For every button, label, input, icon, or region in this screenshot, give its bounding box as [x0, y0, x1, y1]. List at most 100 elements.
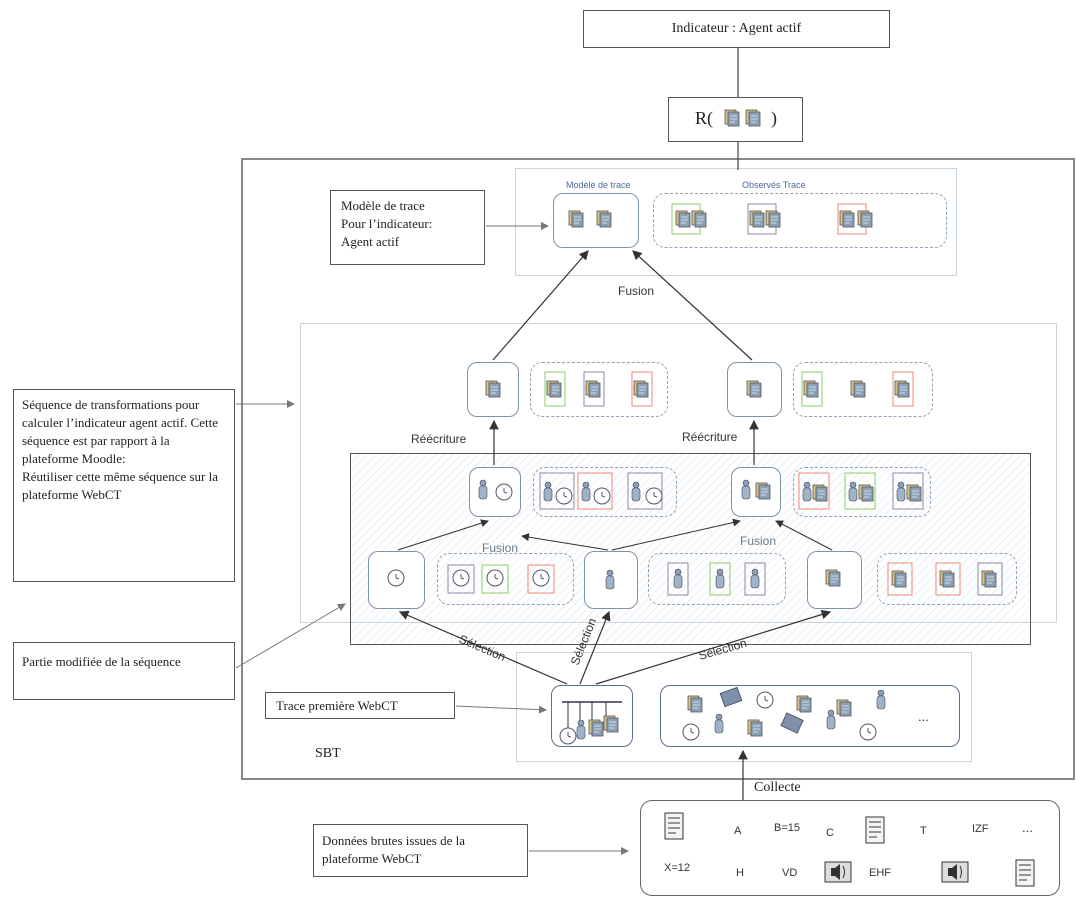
orange-frame-icon: [527, 564, 555, 594]
selection-doc-group: [877, 553, 1017, 605]
selection-right-label: Sélection: [697, 636, 748, 663]
person-icon: [802, 481, 812, 502]
selection-person-group: [648, 553, 786, 605]
person-icon: [715, 568, 725, 589]
raw-item-c: C: [826, 827, 834, 839]
trace-region: [516, 652, 972, 762]
arrow-fmid-4: [775, 520, 833, 551]
doc-icon: [796, 695, 812, 713]
doc-icon: [850, 380, 866, 398]
arrow-fmid-3: [611, 518, 741, 551]
model-line-3: Agent actif: [341, 234, 400, 249]
person-icon: [741, 479, 751, 500]
modified-part-box: Partie modifiée de la séquence: [13, 642, 235, 700]
raw-item-h: H: [736, 867, 744, 879]
clock-icon: [756, 691, 774, 709]
sequence-description-box: Séquence de transformations pour calcule…: [13, 389, 235, 582]
model-region: [515, 168, 957, 276]
speaker-icon: [941, 861, 969, 883]
green-frame-icon: [801, 371, 823, 407]
arrow-fmid-2: [521, 533, 609, 551]
trace-premiere-box: Trace première WebCT: [265, 692, 455, 719]
raw-item-ehf: EHF: [869, 867, 891, 879]
person-icon: [876, 689, 886, 710]
doc-icon: [749, 210, 765, 228]
doc-icon: [745, 109, 761, 127]
doc-icon: [596, 210, 612, 228]
trace-ellipsis: ...: [918, 709, 929, 724]
clock-icon: [593, 487, 611, 505]
document-icon: [664, 812, 684, 840]
card-icon: [719, 686, 743, 708]
blue-frame-icon: [627, 472, 663, 510]
selection-mid-label: Sélection: [568, 616, 599, 667]
raw-item-ellipsis: ...: [1022, 820, 1033, 835]
fusion-right-group: [793, 467, 931, 517]
doc-icon: [755, 482, 771, 500]
person-icon: [478, 479, 488, 500]
person-icon: [543, 481, 553, 502]
doc-icon: [981, 570, 997, 588]
observed-trace-group: [653, 193, 947, 248]
doc-icon: [894, 380, 910, 398]
person-icon: [631, 481, 641, 502]
person-icon: [673, 568, 683, 589]
model-trace-node: [553, 193, 639, 248]
trace-premiere-label: Trace première WebCT: [276, 698, 398, 713]
green-frame-icon: [709, 562, 731, 596]
doc-icon: [812, 484, 828, 502]
model-line-2: Pour l’indicateur:: [341, 216, 433, 231]
orange-frame-icon: [887, 562, 913, 596]
clock-icon: [387, 569, 405, 587]
doc-icon: [675, 210, 691, 228]
speaker-icon: [824, 861, 852, 883]
fusion-top-label: Fusion: [618, 284, 655, 298]
doc-icon: [746, 380, 762, 398]
blue-frame-icon: [744, 562, 766, 596]
orange-frame-icon: [631, 371, 653, 407]
raw-item-t: T: [920, 825, 927, 837]
doc-icon: [568, 210, 584, 228]
arrow-fusion-right: [632, 250, 753, 361]
doc-icon: [939, 570, 955, 588]
doc-icon: [836, 699, 852, 717]
arrow-fmid-1: [397, 519, 489, 551]
raw-item-b15: B=15: [774, 822, 800, 834]
arrow-trace-premiere: [455, 705, 547, 714]
rewrite-right-group: [793, 362, 933, 417]
doc-icon: [633, 380, 649, 398]
model-trace-box: Modèle de trace Pour l’indicateur: Agent…: [330, 190, 485, 265]
blue-frame-icon: [892, 472, 924, 510]
person-icon: [581, 481, 591, 502]
blue-frame-icon: [447, 564, 475, 594]
sbt-label: SBT: [315, 746, 341, 761]
observed-trace-caption: Observés Trace: [742, 180, 806, 190]
doc-icon: [906, 484, 922, 502]
raw-item-x12: X=12: [664, 862, 690, 874]
selection-left-label: Sélection: [457, 632, 508, 664]
person-icon: [714, 713, 724, 734]
green-frame-icon: [844, 472, 876, 510]
r-suffix: ): [771, 108, 777, 128]
clock-icon: [452, 569, 470, 587]
person-icon: [750, 568, 760, 589]
rewrite-right-label: Réécriture: [682, 430, 738, 444]
arrow-fusion-left: [492, 250, 589, 361]
person-icon: [826, 709, 836, 730]
doc-icon: [857, 210, 873, 228]
modified-part-text: Partie modifiée de la séquence: [22, 654, 181, 669]
clock-icon: [495, 483, 513, 501]
arrow-selection-mid: [579, 610, 611, 685]
doc-icon: [585, 380, 601, 398]
doc-icon: [691, 210, 707, 228]
clock-icon: [682, 723, 700, 741]
card-icon: [780, 712, 804, 734]
green-frame-icon: [481, 564, 509, 594]
clock-icon: [645, 487, 663, 505]
orange-frame-icon: [892, 371, 914, 407]
sequence-description-text: Séquence de transformations pour calcule…: [22, 397, 219, 502]
clock-icon: [555, 487, 573, 505]
orange-frame-icon: [935, 562, 961, 596]
selection-clock-group: [437, 553, 574, 605]
